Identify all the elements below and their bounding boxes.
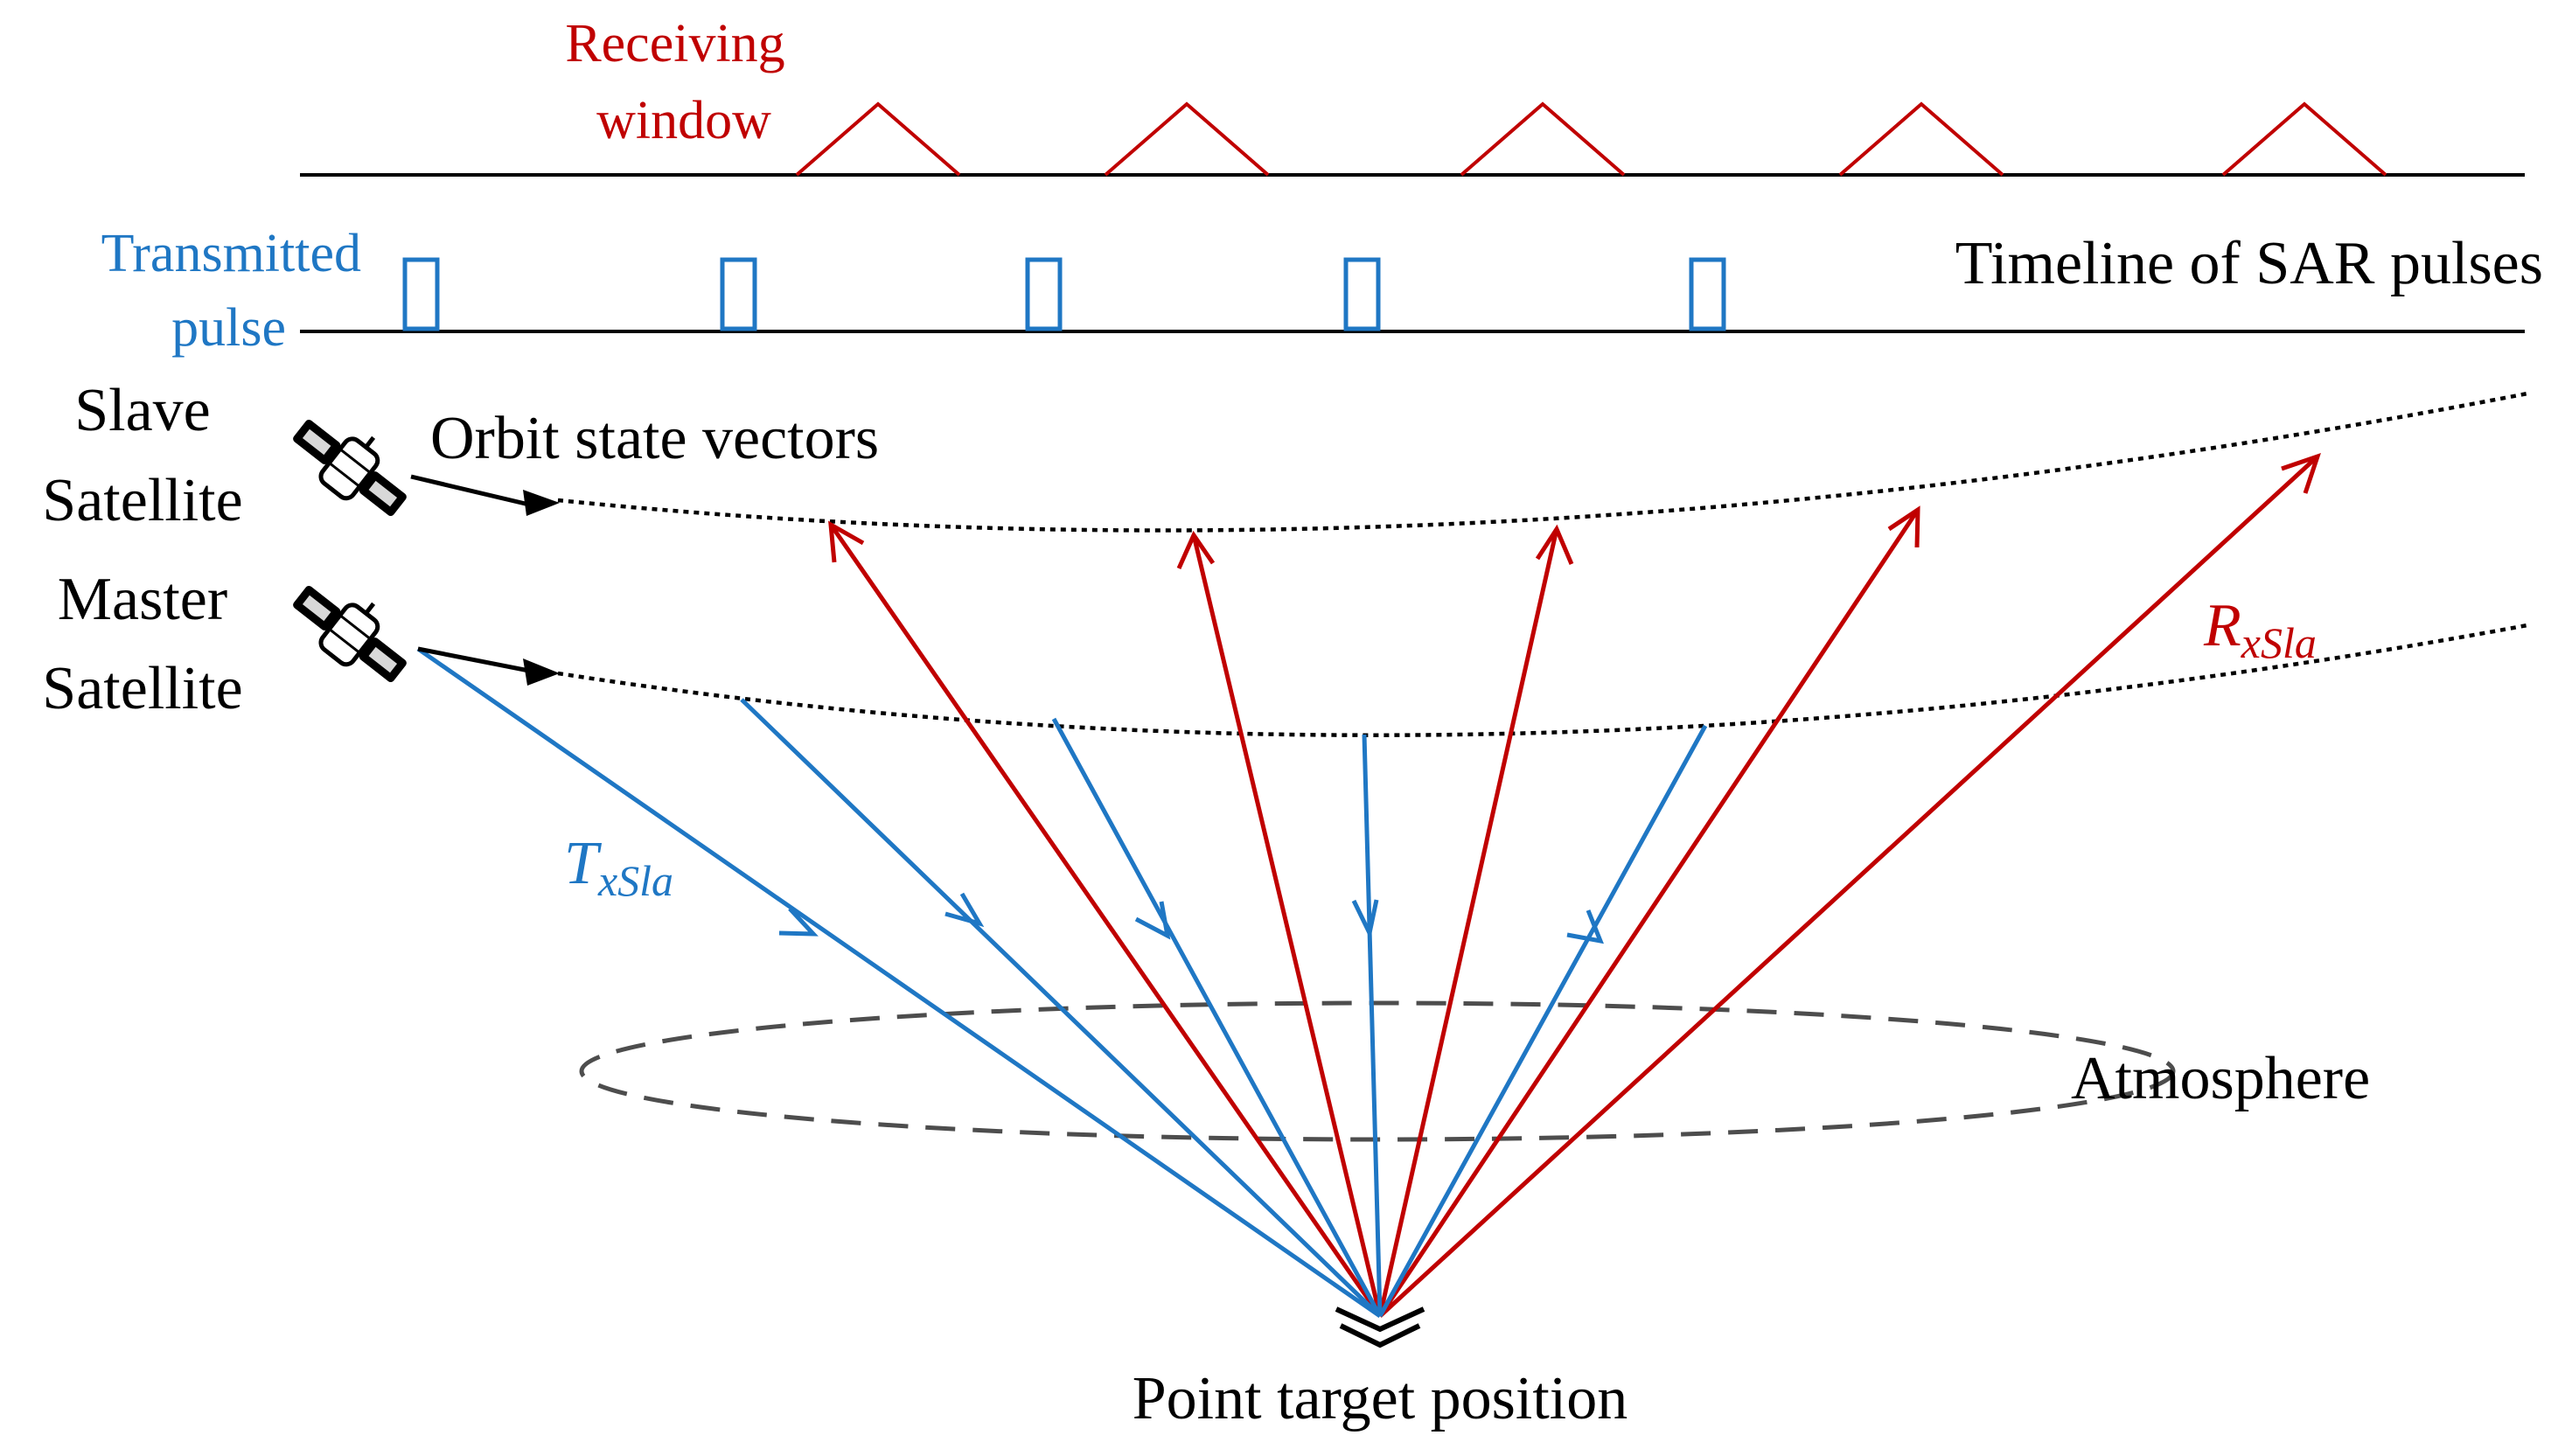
- receive-ray-2: [1191, 534, 1383, 1317]
- transmit-arrowhead-3: [1134, 901, 1171, 940]
- receive-ray-4: [1377, 508, 1920, 1318]
- slave-satellite-icon: [293, 419, 407, 517]
- master-velocity-arrow: [417, 646, 530, 673]
- transmit-arrowhead-1: [778, 907, 819, 937]
- receive-arrowhead-5: [2281, 453, 2321, 494]
- transmit-ray-4: [1362, 734, 1383, 1317]
- receiving-window-label-2: window: [596, 91, 771, 150]
- slave-velocity-arrowhead: [523, 490, 560, 516]
- transmitted-pulse-label-2: pulse: [171, 298, 286, 358]
- transmitted-pulse-label-1: Transmitted: [101, 224, 361, 283]
- rx-label: RxSla: [2203, 592, 2317, 667]
- transmit-rays: [416, 646, 1708, 1319]
- receiving-window-label-1: Receiving: [565, 14, 784, 73]
- transmit-ray-5: [1377, 724, 1708, 1318]
- orbit-state-vectors-label: Orbit state vectors: [430, 405, 879, 472]
- transmit-ray-2: [740, 698, 1382, 1318]
- master-satellite-label-2: Satellite: [42, 655, 242, 722]
- transmitted-pulse-2: [720, 257, 757, 331]
- receive-arrowhead-1: [828, 520, 865, 563]
- atmosphere-ellipse: [579, 1000, 2176, 1142]
- receive-arrowhead-2: [1176, 530, 1216, 570]
- receiving-window-5: [2221, 101, 2387, 177]
- transmit-ray-3: [1051, 717, 1383, 1318]
- slave-velocity-arrow: [410, 474, 530, 507]
- rx-label-main: R: [2203, 592, 2241, 659]
- orbit-state-vectors: [410, 474, 560, 686]
- master-satellite-icon: [293, 585, 407, 683]
- receiving-window-3: [1460, 101, 1626, 177]
- master-velocity-arrowhead: [523, 658, 560, 686]
- receiving-window-4: [1838, 101, 2004, 177]
- slave-orbit: [557, 391, 2528, 533]
- transmitted-pulse-5: [1689, 257, 1726, 331]
- transmitted-pulse-3: [1025, 257, 1063, 331]
- transmit-ray-1: [416, 646, 1382, 1319]
- receiving-window-1: [795, 101, 961, 177]
- tx-label: TxSla: [564, 830, 673, 905]
- receive-arrowhead-3: [1535, 524, 1574, 565]
- receive-rays: [828, 453, 2321, 1318]
- transmit-arrowhead-5: [1566, 909, 1605, 944]
- receive-ray-1: [828, 523, 1383, 1318]
- tx-label-main: T: [564, 830, 603, 897]
- slave-satellite-label-2: Satellite: [42, 467, 242, 534]
- transmitted-pulse-1: [402, 257, 440, 331]
- transmit-arrowhead-4: [1351, 899, 1379, 940]
- point-target-label: Point target position: [1133, 1365, 1628, 1432]
- receive-ray-5: [1378, 455, 2319, 1318]
- timeline-label: Timeline of SAR pulses: [1955, 230, 2543, 297]
- rx-label-subscript: xSla: [2241, 618, 2317, 667]
- double-chevron-down-icon: [1335, 1306, 1425, 1348]
- receiving-windows: [795, 101, 2387, 177]
- slave-satellite-label-1: Slave: [74, 377, 211, 444]
- transmitted-pulses: [402, 257, 1726, 331]
- receive-arrowhead-4: [1887, 505, 1920, 548]
- atmosphere-label: Atmosphere: [2071, 1045, 2370, 1112]
- master-satellite-label-1: Master: [58, 566, 227, 633]
- tx-label-subscript: xSla: [597, 856, 673, 905]
- transmitted-pulse-4: [1343, 257, 1381, 331]
- receiving-window-2: [1104, 101, 1270, 177]
- master-orbit: [557, 623, 2528, 737]
- receive-ray-3: [1377, 528, 1559, 1317]
- transmit-arrowhead-2: [944, 892, 985, 928]
